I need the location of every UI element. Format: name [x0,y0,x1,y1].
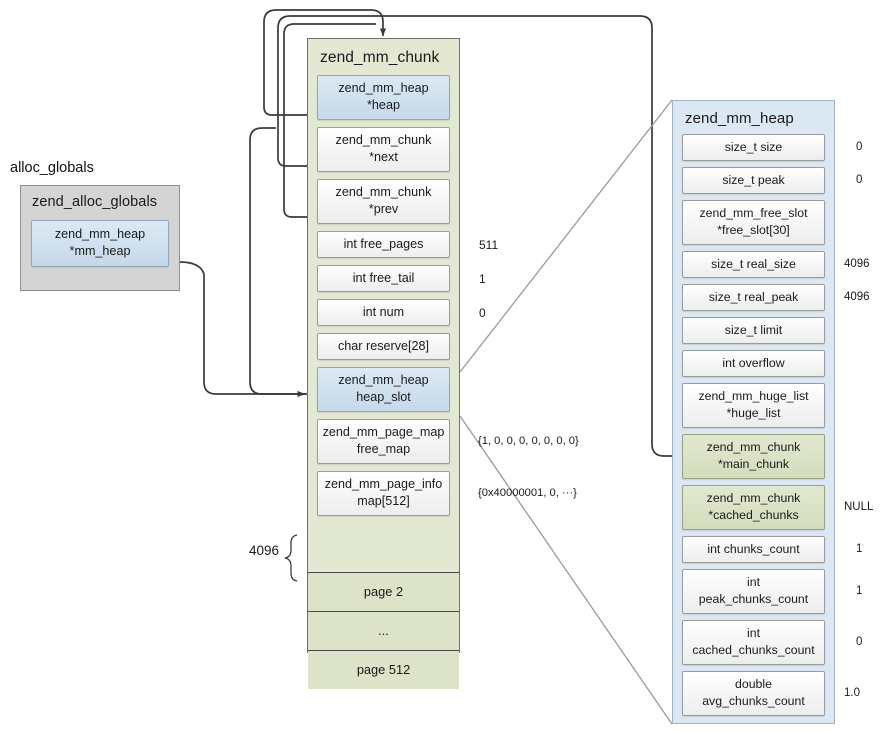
value-int-free-tail: 1 [479,271,486,286]
chunk-field-7-line1: zend_mm_heap [338,373,429,387]
heap-field-2-line1: zend_mm_free_slot [699,206,808,220]
leader-top [459,99,673,373]
chunk-field-0[interactable]: zend_mm_heap *heap [317,75,450,120]
chunk-field-6[interactable]: char reserve[28] [317,333,450,360]
heap-field-4-line1: size_t real_peak [708,290,799,304]
chunk-field-5-line1: int num [362,305,405,319]
chunk-field-8-line2: free_map [356,442,411,456]
chunk-field-8[interactable]: zend_mm_page_map free_map [317,419,450,464]
heap-field-11-line1: int [747,575,760,589]
heap-field-7[interactable]: zend_mm_huge_list *huge_list [682,383,825,428]
chunk-title: zend_mm_chunk [320,49,440,66]
value-size-t-real-peak: 4096 [844,290,870,303]
value-size-t-peak: 0 [856,173,863,186]
heap-field-6-line1: int overflow [722,356,785,370]
chunk-field-0-line2: *heap [367,98,400,112]
value-cached-chunks-count: 0 [856,635,863,648]
heap-field-4[interactable]: size_t real_peak [682,284,825,311]
heap-field-1[interactable]: size_t peak [682,167,825,194]
heap-field-7-line2: *huge_list [726,406,781,420]
chunk-field-4[interactable]: int free_tail [317,265,450,292]
heap-field-list: size_t size size_t peak zend_mm_free_slot *… [673,134,834,716]
heap-field-8[interactable]: zend_mm_chunk *main_chunk [682,434,825,479]
value-peak-chunks-count: 1 [856,584,863,597]
heap-field-11[interactable]: int peak_chunks_count [682,569,825,614]
chunk-field-9-line1: zend_mm_page_info [324,477,443,491]
heap-field-0[interactable]: size_t size [682,134,825,161]
chunk-field-4-line1: int free_tail [352,271,415,285]
heap-field-6[interactable]: int overflow [682,350,825,377]
heap-field-1-line1: size_t peak [722,173,785,187]
heap-field-5-line1: size_t limit [724,323,783,337]
value-int-free-pages: 511 [479,237,499,252]
heap-field-0-line1: size_t size [724,140,783,154]
zend-alloc-globals-box: zend_alloc_globals zend_mm_heap *mm_heap [20,185,180,291]
alloc-globals-title: zend_alloc_globals [32,194,158,210]
chunk-field-5[interactable]: int num [317,299,450,326]
field-mm-heap-name: *mm_heap [69,244,131,258]
heap-field-2[interactable]: zend_mm_free_slot *free_slot[30] [682,200,825,245]
chunk-field-2-line1: zend_mm_chunk [335,185,432,199]
heap-field-5[interactable]: size_t limit [682,317,825,344]
heap-field-12[interactable]: int cached_chunks_count [682,620,825,665]
chunk-field-7-line2: heap_slot [356,390,411,404]
chunk-field-0-line1: zend_mm_heap [338,81,429,95]
field-mm-heap-type: zend_mm_heap [54,227,146,241]
heap-field-9[interactable]: zend_mm_chunk *cached_chunks [682,485,825,530]
chunk-field-3-line1: int free_pages [343,237,424,251]
heap-field-11-line2: peak_chunks_count [698,592,809,606]
chunk-field-8-line1: zend_mm_page_map [322,425,445,439]
heap-field-12-line2: cached_chunks_count [692,643,815,657]
heap-field-12-line1: int [747,626,760,640]
heap-field-8-line1: zend_mm_chunk [706,440,801,454]
value-int-num: 0 [479,305,486,320]
value-int-chunks-count: 1 [856,542,863,555]
chunk-field-2[interactable]: zend_mm_chunk *prev [317,179,450,224]
heap-field-13[interactable]: double avg_chunks_count [682,671,825,716]
heap-field-2-line2: *free_slot[30] [717,223,790,237]
value-size-t-real-size: 4096 [844,257,870,270]
heap-field-8-line2: *main_chunk [717,457,790,471]
chunk-page-list: page 2...page 512 [308,572,459,689]
value-free-map: {1, 0, 0, 0, 0, 0, 0, 0} [478,434,579,447]
heap-field-3-line1: size_t real_size [711,257,796,271]
chunk-field-9[interactable]: zend_mm_page_info map[512] [317,471,450,516]
value-map-512-: {0x40000001, 0, ···} [478,486,577,499]
heap-field-10-line1: int chunks_count [707,542,800,556]
brace-label-4096: 4096 [249,543,280,558]
chunk-page-1[interactable]: ... [308,611,459,650]
chunk-field-1-line2: *next [369,150,398,164]
field-mm-heap[interactable]: zend_mm_heap *mm_heap [31,220,169,267]
chunk-field-1-line1: zend_mm_chunk [335,133,432,147]
heap-field-7-line1: zend_mm_huge_list [698,389,809,403]
zend-mm-heap-box: zend_mm_heap size_t size size_t peak zend_… [672,100,835,724]
value--cached-chunks: NULL [844,500,874,513]
heap-field-9-line2: *cached_chunks [708,508,799,522]
leader-bottom [459,415,673,725]
heap-field-13-line1: double [735,677,772,691]
chunk-field-1[interactable]: zend_mm_chunk *next [317,127,450,172]
heap-title: zend_mm_heap [685,110,794,127]
wire-mmheap-to-heapslot [179,261,306,398]
heap-field-10[interactable]: int chunks_count [682,536,825,563]
heap-field-3[interactable]: size_t real_size [682,251,825,278]
heap-field-13-line2: avg_chunks_count [702,694,805,708]
heap-field-9-line1: zend_mm_chunk [706,491,801,505]
chunk-field-7[interactable]: zend_mm_heap heap_slot [317,367,450,412]
chunk-field-2-line2: *prev [368,202,399,216]
brace-4096 [284,534,298,582]
wire-heapslot-loop [249,127,307,395]
alloc-globals-caption: alloc_globals [10,160,94,176]
value-size-t-size: 0 [856,140,863,153]
chunk-page-0[interactable]: page 2 [308,572,459,611]
zend-mm-chunk-box: zend_mm_chunk zend_mm_heap *heap zend_mm_c… [307,38,460,689]
chunk-field-3[interactable]: int free_pages [317,231,450,258]
chunk-field-6-line1: char reserve[28] [338,339,429,353]
value-avg-chunks-count: 1.0 [844,686,860,699]
chunk-page-2[interactable]: page 512 [308,650,459,689]
chunk-field-9-line2: map[512] [357,494,410,508]
